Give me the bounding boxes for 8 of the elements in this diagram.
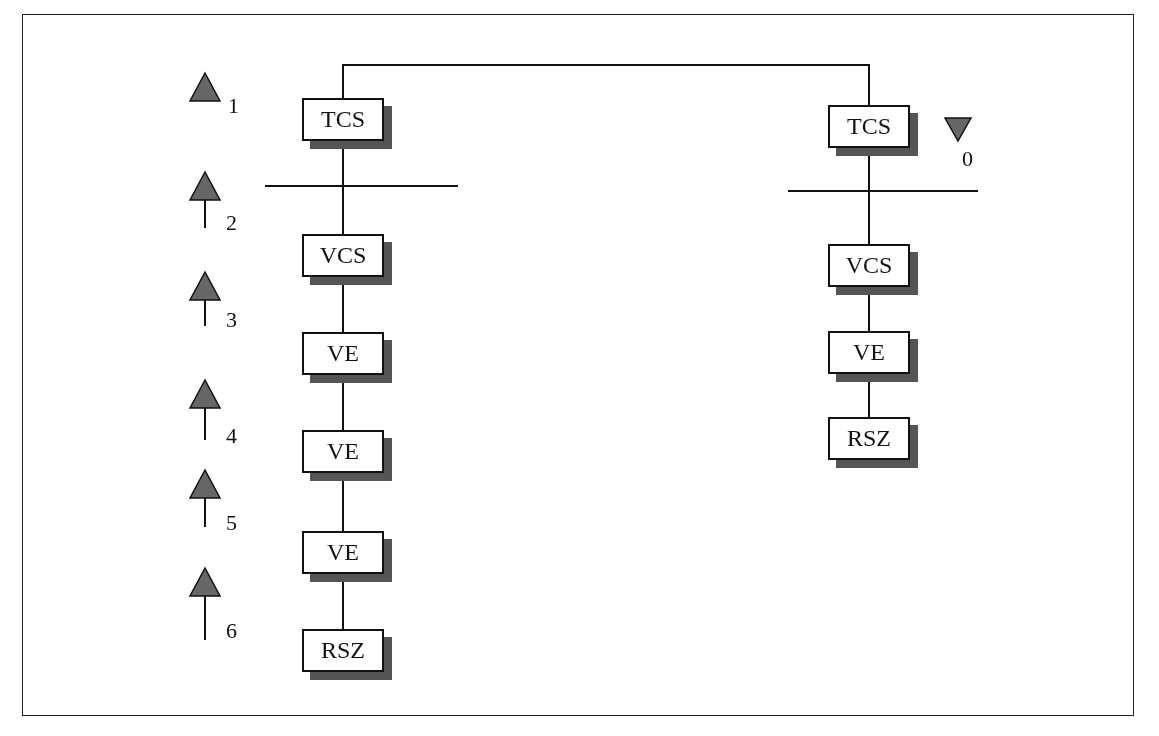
step-number: 3	[226, 307, 237, 333]
step-number: 1	[228, 93, 239, 119]
step-number: 5	[226, 510, 237, 536]
step-number: 6	[226, 618, 237, 644]
step-number: 2	[226, 210, 237, 236]
step-number: 4	[226, 423, 237, 449]
connector-line	[342, 64, 870, 106]
step-number: 0	[962, 146, 973, 172]
